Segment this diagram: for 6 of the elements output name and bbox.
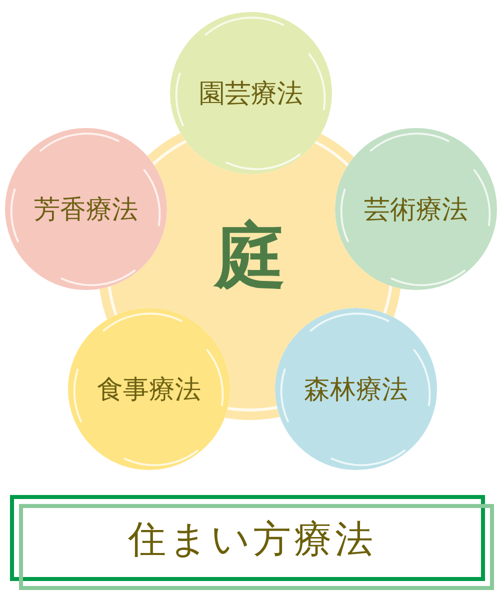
therapy-circle: 芳香療法: [5, 128, 167, 290]
center-label: 庭: [214, 216, 286, 296]
therapy-circle: 芸術療法: [335, 128, 497, 290]
therapy-circle: 食事療法: [68, 308, 230, 470]
therapy-circle: 園芸療法: [170, 12, 332, 174]
therapy-circle: 森林療法: [275, 308, 437, 470]
